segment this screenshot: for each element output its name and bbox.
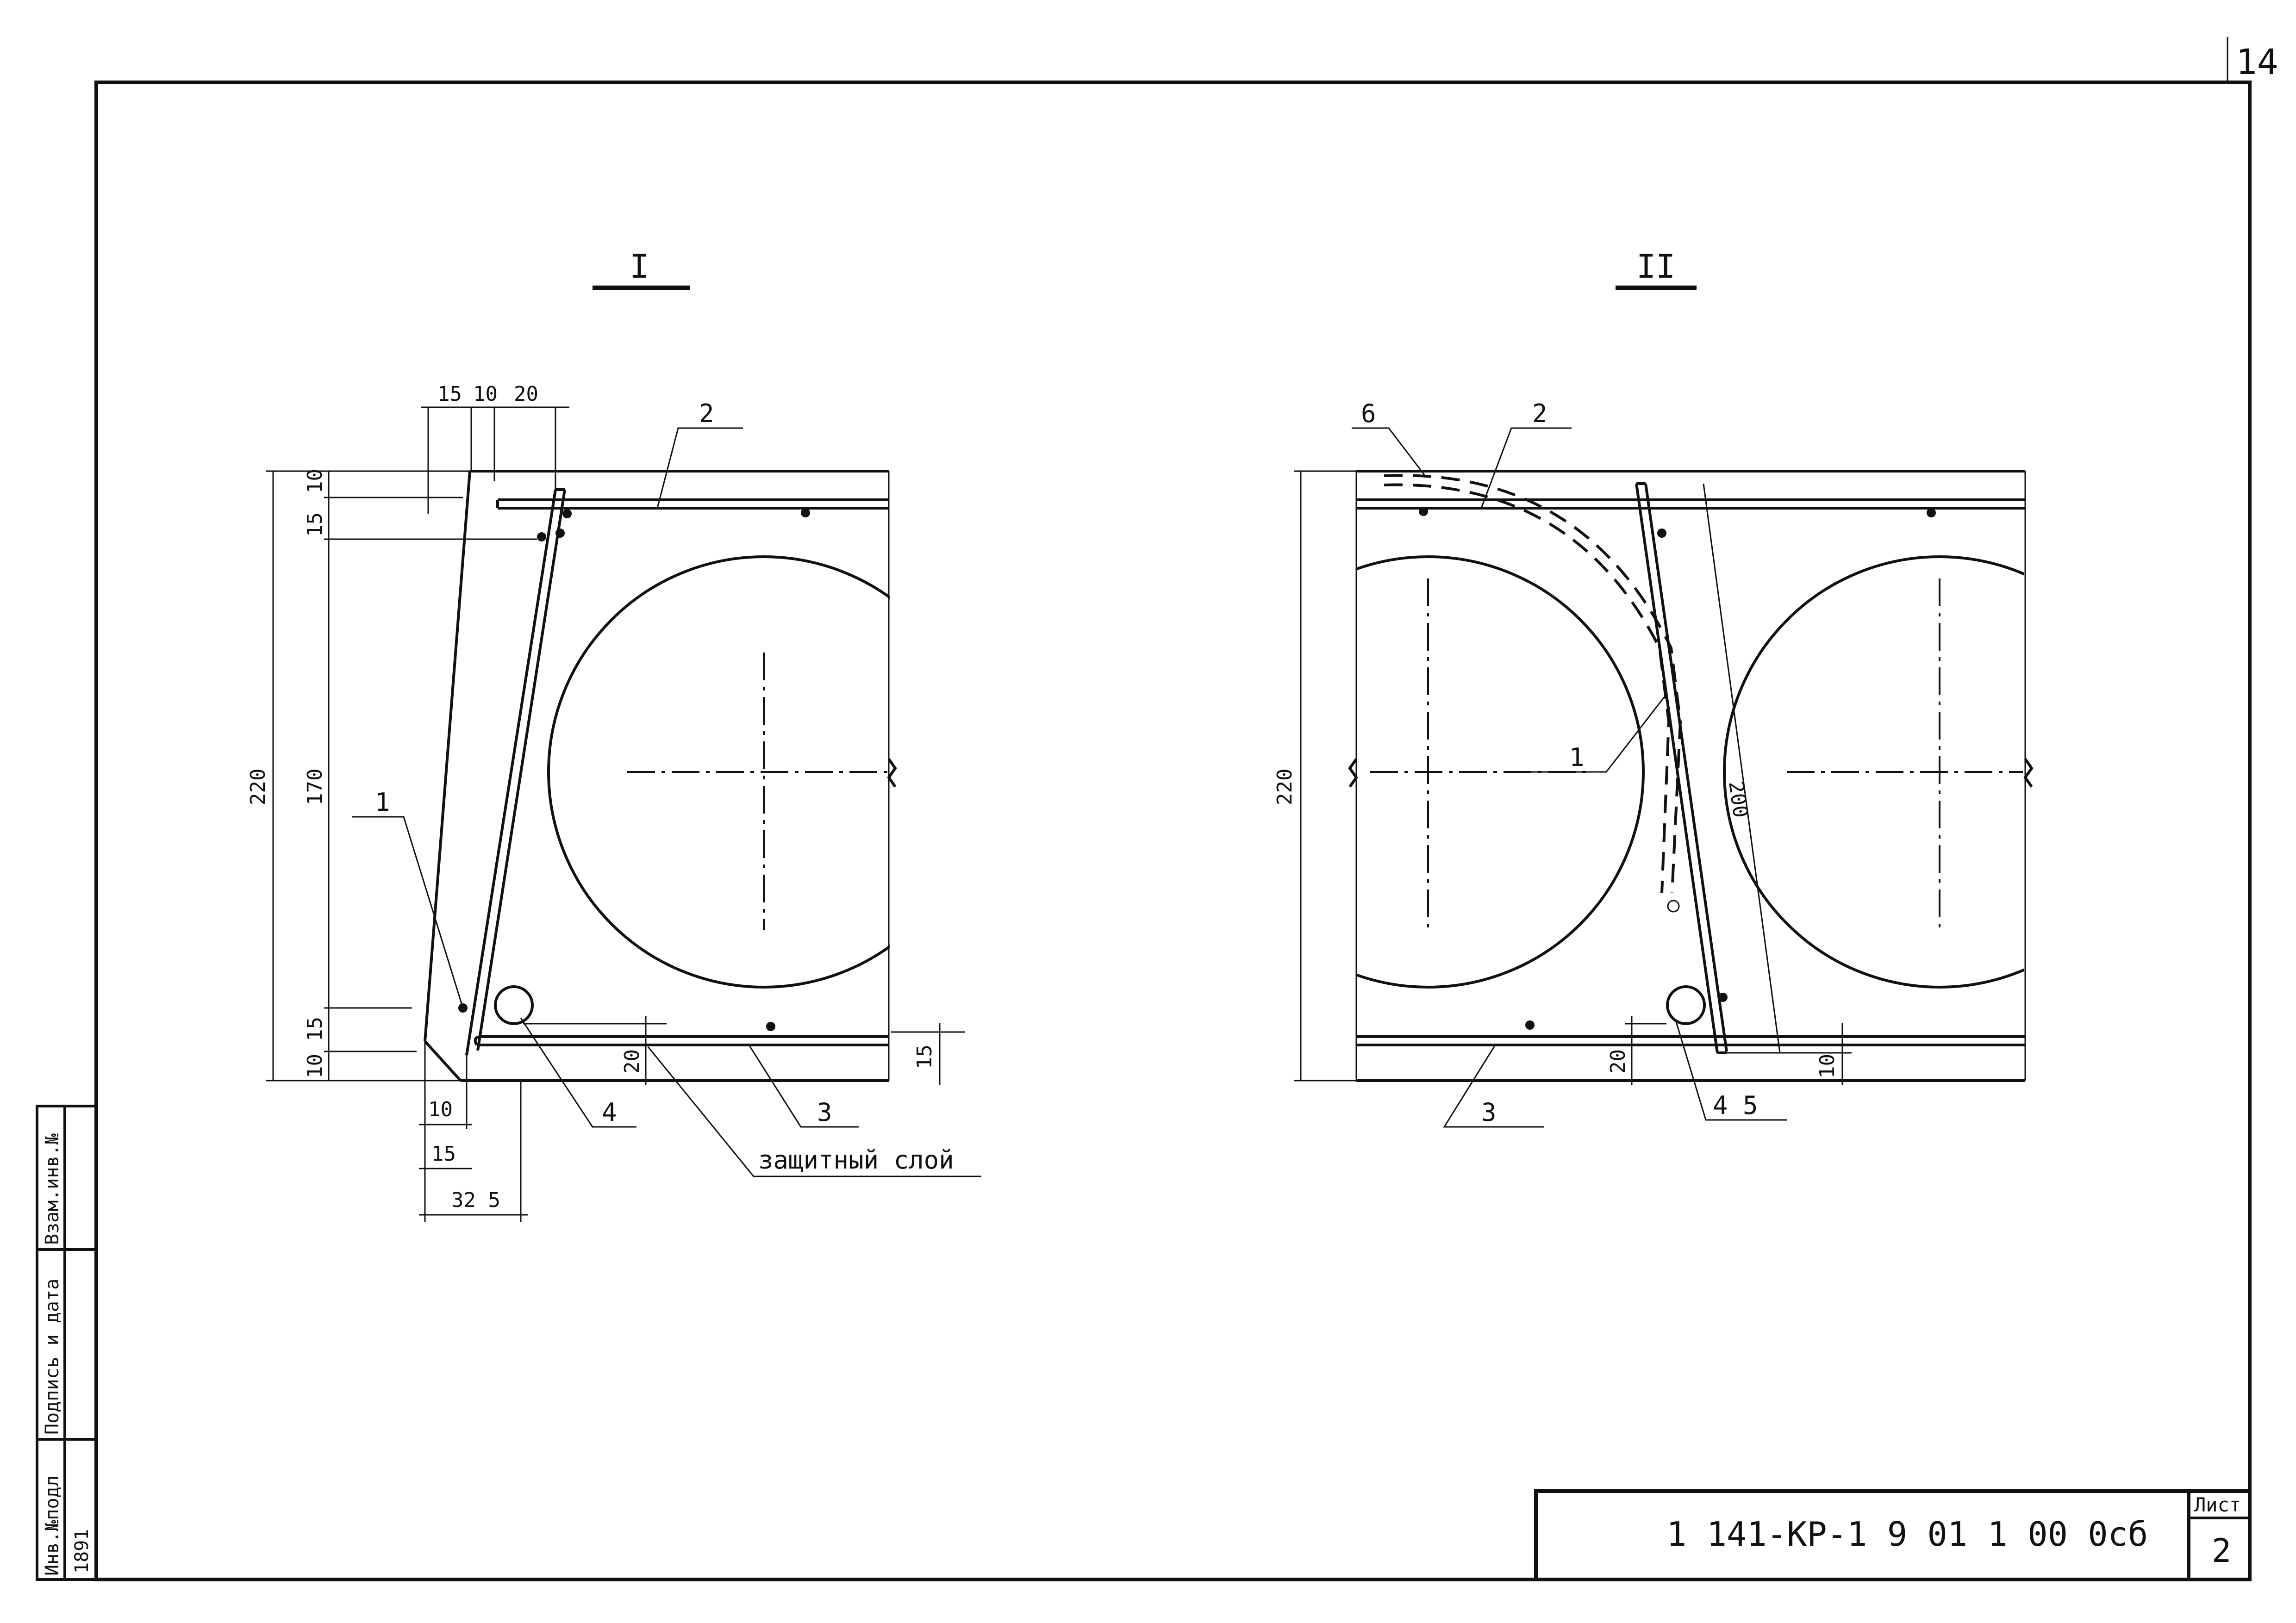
- rebar-4-bar: [494, 985, 534, 1025]
- rebar-3-bottom: [1356, 1035, 2025, 1046]
- side-stamp: Взам.инв.№ Подпись и дата Инв.№подл 1891: [36, 1105, 98, 1581]
- rebar-1-inclined: [465, 488, 566, 1056]
- callout-6: 6: [1361, 399, 1376, 428]
- sheet-number-value: 2: [2212, 1532, 2231, 1570]
- void-circle-left: [1357, 555, 1645, 989]
- dim-total-220: 220: [246, 769, 270, 805]
- stamp-podpis-data: Подпись и дата: [42, 1279, 63, 1435]
- void-circle-right: [1723, 555, 2024, 989]
- dim-top-10: 10: [473, 382, 498, 406]
- sheet-label: Лист: [2194, 1493, 2241, 1516]
- drawing-frame: 14: [94, 37, 2278, 1581]
- rebar-6-dashed: [1384, 474, 1682, 894]
- section-2: II 200: [1273, 248, 2034, 1128]
- void-circle: [547, 555, 890, 989]
- dim-bottom-10: 10: [428, 1098, 453, 1121]
- stamp-inv-podl: Инв.№подл: [42, 1475, 63, 1576]
- section-1-title: I: [630, 248, 649, 286]
- drawing-designation: 1 141-КР-1 9 01 1 00 0сб: [1666, 1515, 2148, 1554]
- dim-top-20: 20: [514, 382, 538, 406]
- callout-3: 3: [817, 1098, 832, 1127]
- stamp-vzam-inv: Взам.инв.№: [42, 1133, 63, 1245]
- title-block: 1 141-КР-1 9 01 1 00 0сб Лист 2: [1534, 1489, 2252, 1581]
- dim-right-15: 15: [913, 1045, 936, 1069]
- section-2-title: II: [1636, 248, 1675, 286]
- dim-cover-20: 20: [1606, 1049, 1630, 1074]
- dim-slant-200: 200: [1724, 779, 1753, 819]
- dim-left-15b: 15: [303, 1017, 327, 1041]
- section-1: I 220 10 15 170: [246, 248, 981, 1222]
- callout-3: 3: [1481, 1098, 1497, 1127]
- rebar-45-bar: [1666, 985, 1706, 1025]
- protective-layer-label: защитный слой: [758, 1145, 954, 1175]
- dim-cover-20: 20: [620, 1049, 644, 1074]
- dim-total-220: 220: [1273, 769, 1297, 805]
- rebar-2-top: [496, 498, 889, 510]
- rebar-3-bottom: [474, 1035, 889, 1046]
- dim-left-10b: 10: [303, 1054, 327, 1078]
- dim-left-10a: 10: [303, 469, 327, 493]
- callout-45: 4 5: [1713, 1091, 1758, 1120]
- dim-left-170: 170: [303, 769, 327, 805]
- callout-1: 1: [375, 788, 390, 817]
- callout-1: 1: [1569, 743, 1585, 772]
- dim-bottom-15: 15: [431, 1142, 456, 1166]
- rebar-1-inclined: [1635, 482, 1728, 1054]
- rebar-2-top: [1356, 498, 2025, 510]
- callout-2: 2: [699, 399, 714, 428]
- corner-sheet-number: 14: [2236, 41, 2278, 82]
- dim-left-15a: 15: [303, 512, 327, 537]
- callout-2: 2: [1532, 399, 1547, 428]
- dim-bottom-325: 32 5: [451, 1188, 500, 1212]
- callout-4: 4: [602, 1098, 617, 1127]
- dim-top-15: 15: [437, 382, 462, 406]
- dim-right-10: 10: [1816, 1054, 1839, 1078]
- stamp-inv-value: 1891: [71, 1529, 93, 1573]
